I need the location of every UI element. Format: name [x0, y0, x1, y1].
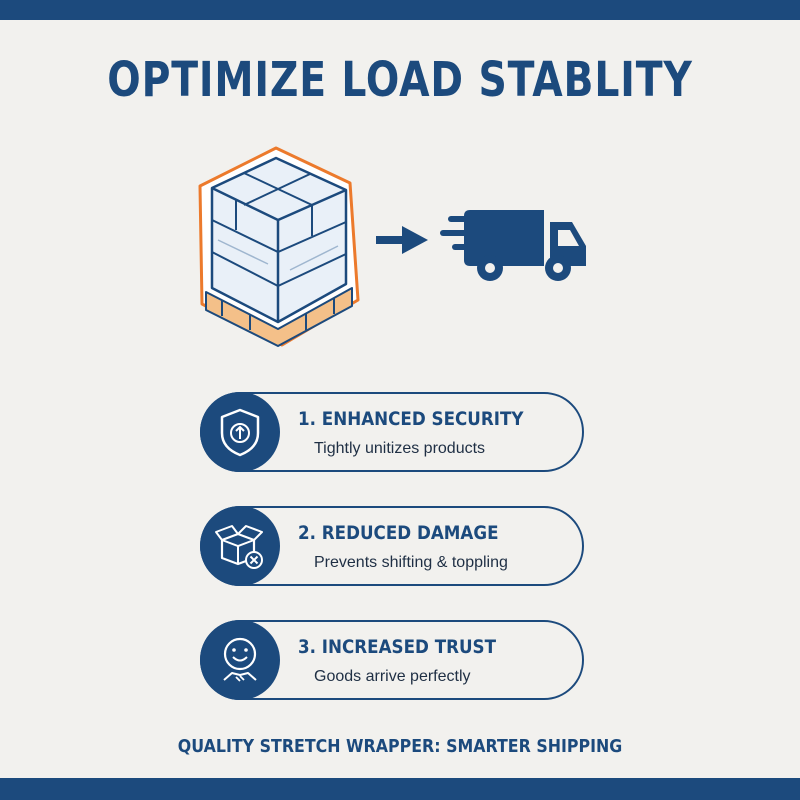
footer-tagline: QUALITY STRETCH WRAPPER: SMARTER SHIPPIN… [177, 736, 623, 757]
benefit-card-security: 1. ENHANCED SECURITY Tightly unitizes pr… [200, 392, 584, 472]
arrow-right-icon [376, 226, 428, 254]
top-band [0, 0, 800, 20]
benefit-card-trust: 3. INCREASED TRUST Goods arrive perfectl… [200, 620, 584, 700]
benefit-heading: 1. ENHANCED SECURITY [298, 408, 524, 430]
smile-handshake-icon [200, 620, 280, 700]
page-title: OPTIMIZE LOAD STABLITY [107, 52, 693, 108]
benefit-heading: 2. REDUCED DAMAGE [298, 522, 499, 544]
benefit-card-damage: 2. REDUCED DAMAGE Prevents shifting & to… [200, 506, 584, 586]
delivery-truck-icon [440, 210, 586, 281]
hero-illustration [198, 146, 586, 347]
benefit-description: Tightly unitizes products [314, 440, 486, 457]
shield-arrow-icon [200, 392, 280, 472]
benefit-description: Goods arrive perfectly [314, 668, 471, 685]
bottom-band [0, 778, 800, 800]
broken-box-icon [200, 506, 280, 586]
wrapped-pallet-icon [198, 146, 360, 347]
benefit-heading: 3. INCREASED TRUST [298, 636, 496, 658]
benefit-description: Prevents shifting & toppling [314, 554, 508, 571]
